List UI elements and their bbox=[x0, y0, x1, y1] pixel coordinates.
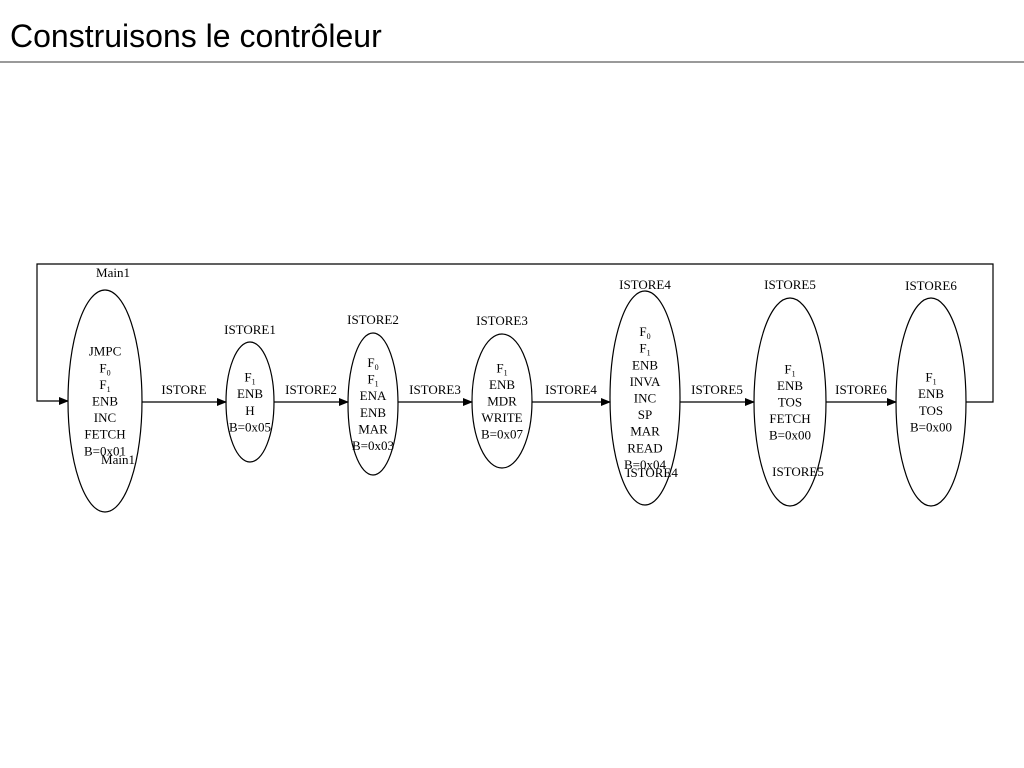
state-action-line: F0 bbox=[367, 355, 378, 372]
state-action-line: TOS bbox=[778, 395, 802, 410]
transition-label: ISTORE bbox=[161, 382, 206, 397]
state-action-line: INC bbox=[634, 391, 656, 406]
state-action-line: H bbox=[245, 403, 254, 418]
state-name-label: ISTORE1 bbox=[224, 322, 276, 337]
state-action-line: B=0x04 bbox=[624, 457, 667, 472]
state-action-line: B=0x01 bbox=[84, 443, 126, 458]
state-action-line: F1 bbox=[367, 372, 378, 389]
state-action-line: MAR bbox=[358, 421, 388, 436]
state-action-line: B=0x00 bbox=[769, 428, 811, 443]
state-action-line: ENB bbox=[489, 377, 515, 392]
state-name-label: Main1 bbox=[96, 265, 130, 280]
state-action-line: INC bbox=[94, 410, 116, 425]
transition-label: ISTORE2 bbox=[285, 382, 337, 397]
state-action-line: READ bbox=[627, 440, 662, 455]
state-name-label: ISTORE5 bbox=[764, 277, 816, 292]
title-divider bbox=[0, 61, 1024, 63]
state-action-line: ENB bbox=[92, 394, 118, 409]
state-action-line: B=0x03 bbox=[352, 438, 394, 453]
state-name-bottom-label: ISTORE4 bbox=[626, 465, 678, 480]
state-name-label: ISTORE3 bbox=[476, 313, 528, 328]
state-action-line: ENB bbox=[777, 378, 803, 393]
state-action-line: B=0x07 bbox=[481, 427, 524, 442]
transition-label: ISTORE5 bbox=[691, 382, 743, 397]
state-action-line: ENB bbox=[237, 386, 263, 401]
state-action-line: F1 bbox=[925, 370, 936, 387]
state-action-line: INVA bbox=[630, 374, 661, 389]
state-action-line: ENB bbox=[918, 386, 944, 401]
state-action-line: F1 bbox=[784, 361, 795, 378]
state-name-bottom-label: Main1 bbox=[101, 452, 135, 467]
state-action-line: ENB bbox=[632, 357, 658, 372]
transition-label: ISTORE4 bbox=[545, 382, 597, 397]
state-action-line: F1 bbox=[496, 360, 507, 377]
state-action-line: F1 bbox=[99, 377, 110, 394]
state-action-line: FETCH bbox=[84, 427, 125, 442]
state-name-bottom-label: ISTORE5 bbox=[772, 464, 824, 479]
state-action-line: ENB bbox=[360, 405, 386, 420]
state-action-line: MAR bbox=[630, 424, 660, 439]
state-ellipse bbox=[67, 289, 143, 513]
loop-back-arrow bbox=[36, 263, 994, 405]
state-action-line: TOS bbox=[919, 403, 943, 418]
transition-label: ISTORE6 bbox=[835, 382, 887, 397]
transition-label: ISTORE3 bbox=[409, 382, 461, 397]
state-action-line: SP bbox=[638, 407, 652, 422]
state-istore4: ISTORE4F0F1ENBINVAINCSPMARREADB=0x04ISTO… bbox=[609, 277, 681, 506]
state-action-line: B=0x00 bbox=[910, 419, 952, 434]
state-action-line: F1 bbox=[639, 341, 650, 358]
state-action-line: ENA bbox=[360, 388, 387, 403]
state-action-line: F0 bbox=[639, 324, 650, 341]
state-action-line: F0 bbox=[99, 360, 110, 377]
slide-title: Construisons le contrôleur bbox=[10, 18, 382, 54]
state-action-line: B=0x05 bbox=[229, 419, 271, 434]
state-action-line: WRITE bbox=[481, 410, 522, 425]
state-name-label: ISTORE4 bbox=[619, 277, 671, 292]
state-name-label: ISTORE6 bbox=[905, 278, 957, 293]
state-action-line: MDR bbox=[487, 394, 517, 409]
state-action-line: FETCH bbox=[769, 411, 810, 426]
state-name-label: ISTORE2 bbox=[347, 312, 399, 327]
state-action-line: JMPC bbox=[89, 344, 122, 359]
state-action-line: F1 bbox=[244, 370, 255, 387]
